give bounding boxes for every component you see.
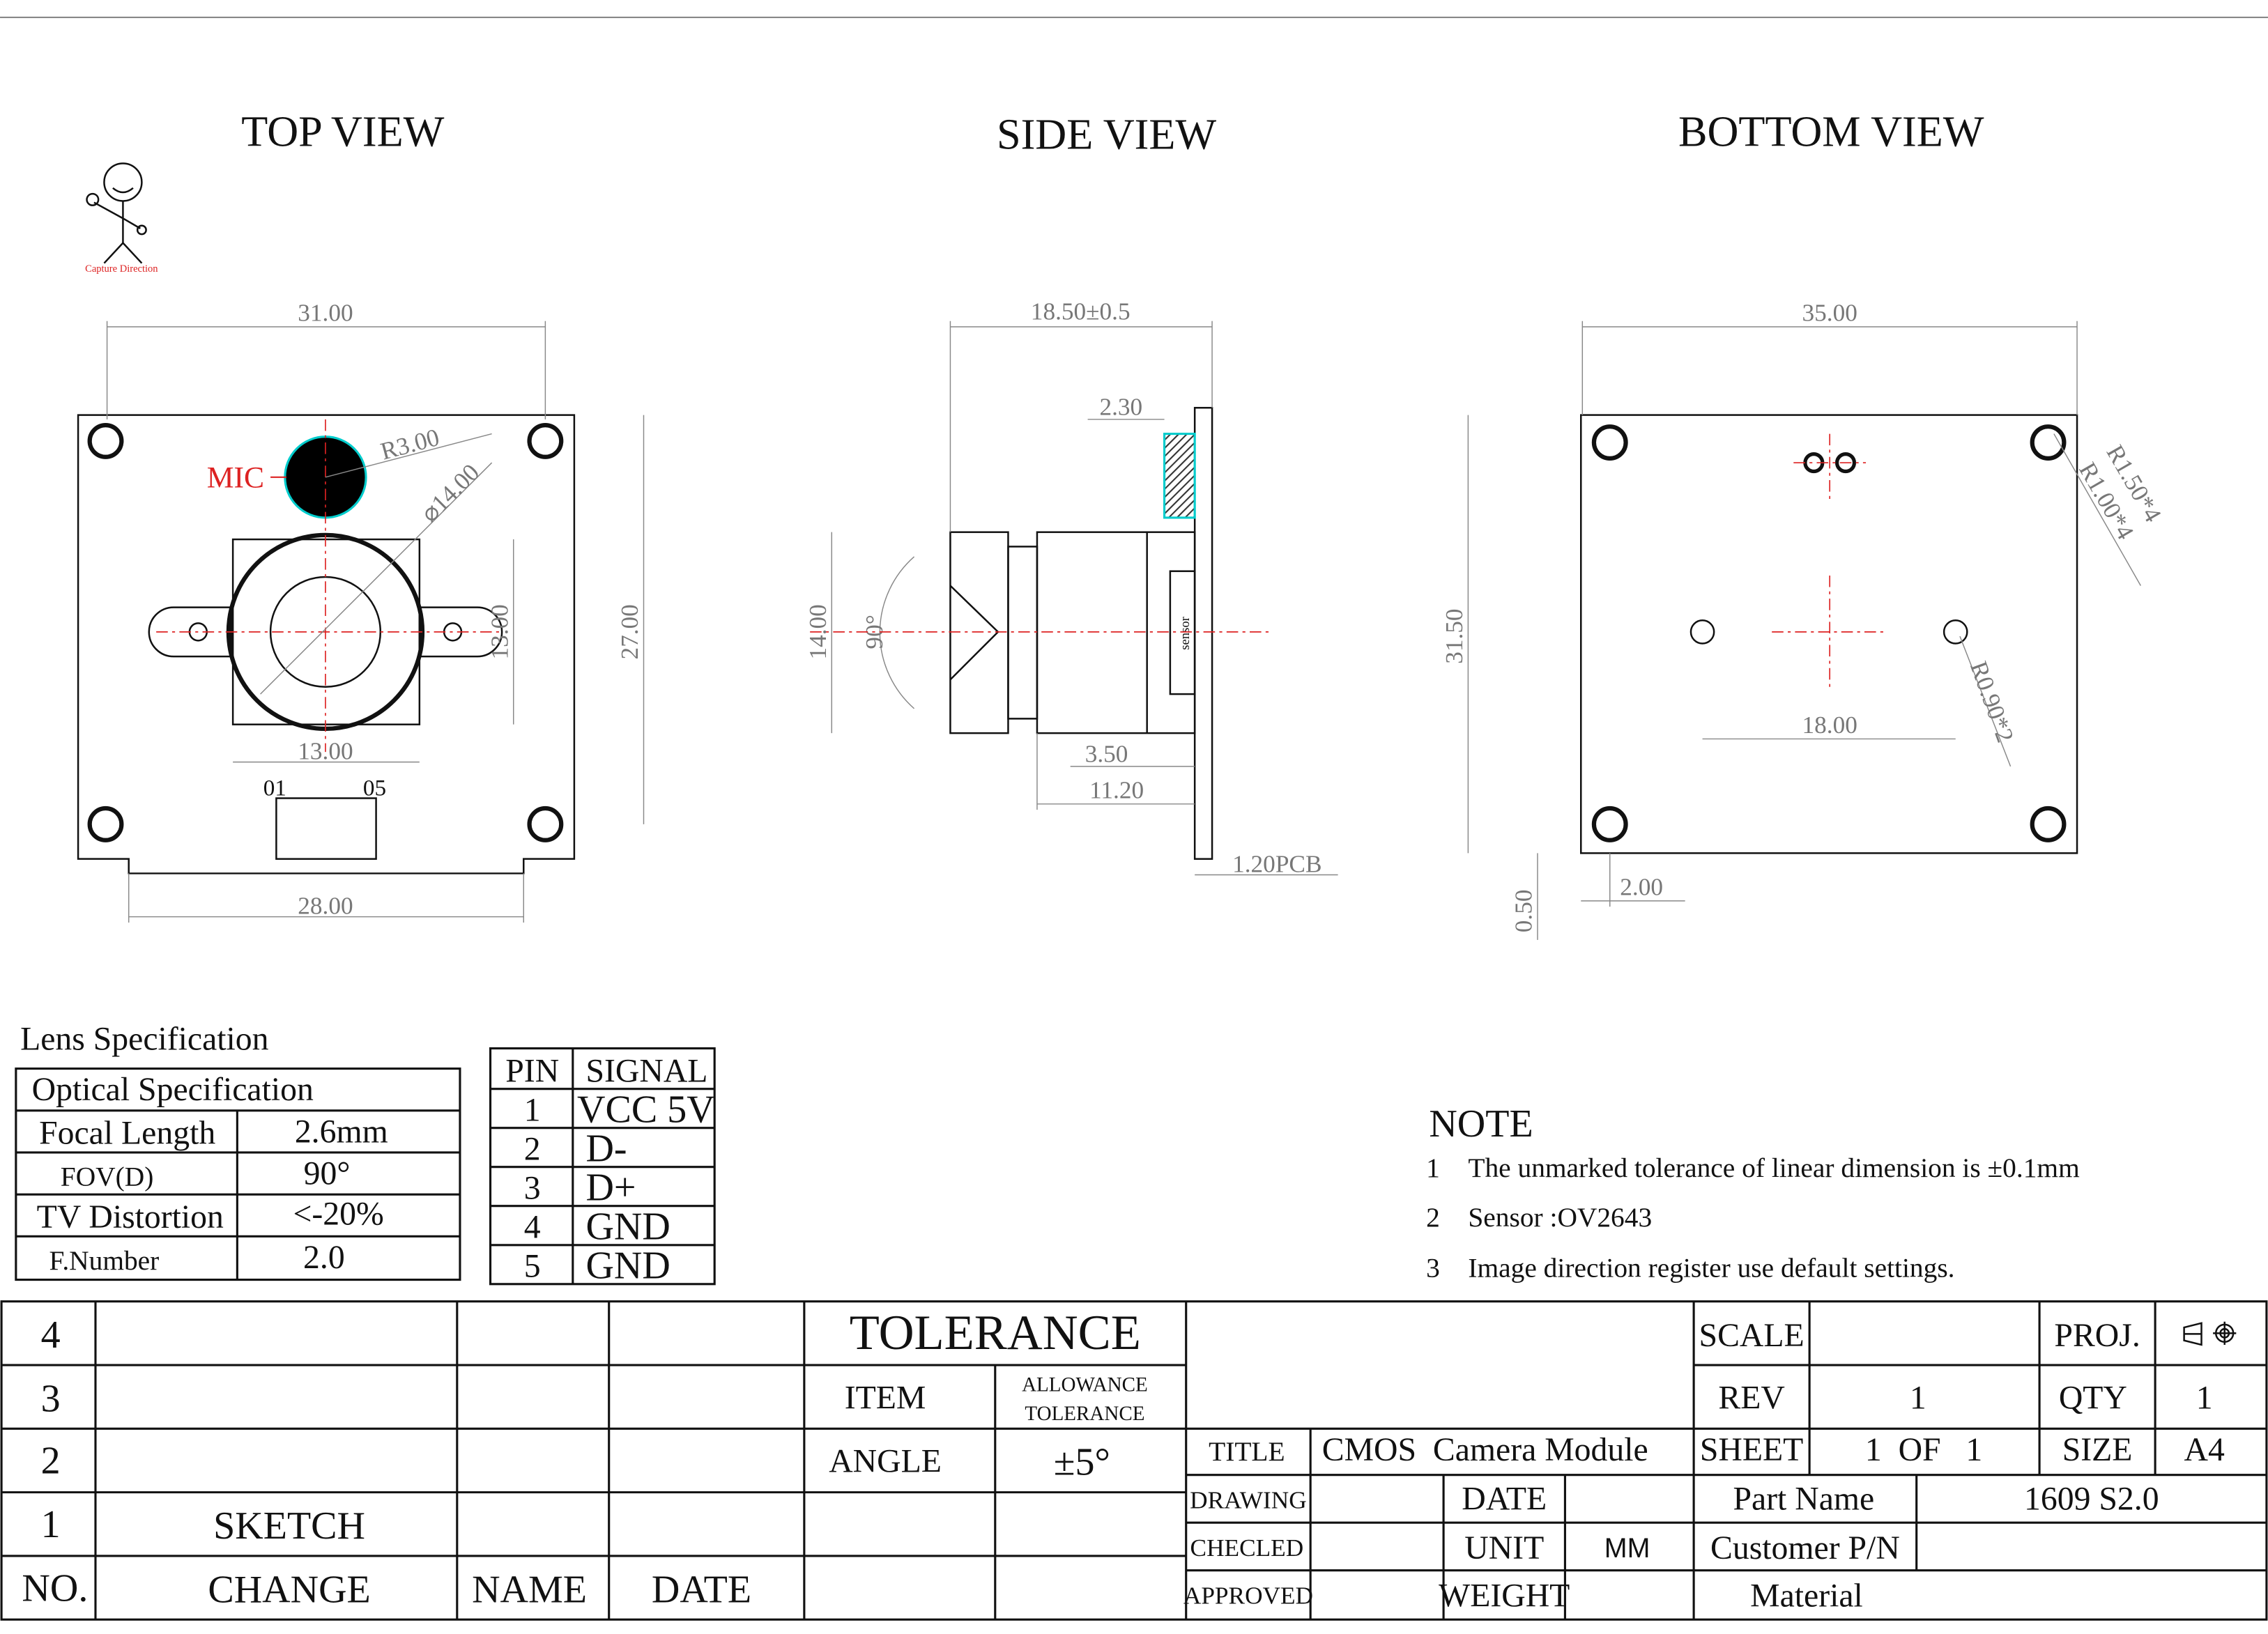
mic-label: MIC [207,461,264,494]
checked-label: CHECLED [1190,1534,1304,1562]
spec-value: 90° [304,1155,351,1192]
lens-spec-header: Optical Specification [32,1071,314,1108]
spec-value: 2.0 [303,1239,345,1276]
drawing-label: DRAWING [1190,1486,1307,1513]
note-text: The unmarked tolerance of linear dimensi… [1468,1153,2080,1183]
title-block: 4 3 2 1 SKETCH NO. CHANGE NAME DATE TOLE… [0,1300,2268,1621]
rev-row-no: 2 [41,1440,61,1483]
pin-signal: GND [585,1244,670,1287]
header-name: NAME [472,1568,587,1611]
sheet-value: 1 OF 1 [1865,1431,1982,1468]
pin-number: 1 [524,1091,541,1128]
sensor-label: sensor [1178,616,1193,649]
dim-hole-span: 18.00 [1802,711,1857,739]
part-name-value: 1609 S2.0 [2024,1481,2159,1518]
header-no: NO. [22,1566,88,1610]
tolerance-angle: ANGLE [829,1443,942,1480]
top-view-title: TOP VIEW [241,109,444,156]
note-text: Image direction register use default set… [1468,1252,1954,1283]
header-date: DATE [652,1568,751,1611]
dim-edge: 2.00 [1620,874,1663,901]
tolerance-angle-value: ±5° [1054,1441,1110,1484]
rev-value: 1 [1910,1379,1926,1416]
capture-direction-logo: Capture Direction [85,162,158,275]
conn-pin-right: 05 [363,775,386,801]
notes: NOTE 1 The unmarked tolerance of linear … [1426,1102,2080,1283]
lens-spec-table: Lens Specification Optical Specification… [15,1021,461,1281]
part-name-label: Part Name [1733,1481,1874,1518]
dim-lens-w: 13.00 [298,737,353,764]
projection-symbol-icon [2183,1321,2237,1346]
proj-label: PROJ. [2054,1317,2140,1354]
pin-signal: D- [585,1127,627,1170]
pin-number: 3 [524,1169,541,1206]
size-label: SIZE [2062,1431,2133,1468]
dim-d1: 3.50 [1085,741,1128,768]
dim-bottom-w: 28.00 [298,893,353,920]
spec-key: TV Distortion [37,1198,224,1235]
spec-value: <-20% [293,1196,383,1233]
tolerance-item: ITEM [845,1379,926,1416]
size-value: A4 [2184,1431,2224,1468]
pin-number: 2 [524,1130,541,1167]
scale-label: SCALE [1699,1317,1805,1354]
sheet-label: SHEET [1700,1431,1803,1468]
tolerance-tolerance: TOLERANCE [1025,1403,1144,1425]
pin-signal: D+ [585,1166,636,1209]
dim-height: 27.00 [616,604,643,659]
dim-sensor-t: 2.30 [1099,394,1142,421]
dim-pcb: 1.20PCB [1232,850,1321,877]
note-number: 3 [1426,1252,1440,1283]
dim-lens-h: 13.00 [486,604,513,659]
note-title: NOTE [1429,1102,1533,1146]
rev-change: SKETCH [213,1504,365,1548]
date-label: DATE [1462,1481,1547,1518]
qty-label: QTY [2059,1379,2127,1416]
spec-key: F.Number [49,1245,160,1276]
unit-label: UNIT [1464,1529,1544,1566]
logo-caption: Capture Direction [85,263,158,275]
rev-row-no: 4 [41,1313,61,1357]
dim-lens-h-side: 14.00 [804,604,832,659]
material-label: Material [1750,1578,1863,1614]
rev-row-no: 1 [41,1503,61,1546]
pin-number: 4 [524,1208,541,1245]
dim-width: 31.00 [298,300,353,327]
side-view-title: SIDE VIEW [997,111,1216,159]
dim-d2: 11.20 [1089,777,1144,804]
pin-table: PIN SIGNAL 1 VCC 5V 2 D- 3 D+ 4 GND 5 GN… [489,1047,716,1287]
dim-height-bottom: 31.50 [1441,608,1468,663]
dim-offset: 0.50 [1510,890,1538,933]
approved-label: APPROVED [1183,1582,1313,1609]
spec-key: FOV(D) [61,1162,154,1192]
tolerance-title: TOLERANCE [850,1306,1141,1360]
pin-header: PIN [505,1052,559,1089]
spec-value: 2.6mm [295,1113,388,1150]
side-view: sensor 90° 18.50±0.5 2.30 14.00 3.50 11.… [804,298,1338,877]
rev-label: REV [1718,1379,1784,1416]
weight-label: WEIGHT [1439,1578,1570,1614]
signal-header: SIGNAL [585,1052,707,1089]
note-number: 1 [1426,1153,1440,1183]
title-label: TITLE [1209,1436,1285,1467]
conn-pin-left: 01 [263,775,286,801]
pin-number: 5 [524,1247,541,1284]
note-number: 2 [1426,1202,1440,1233]
unit-value: MM [1604,1533,1650,1564]
dim-length: 18.50±0.5 [1031,298,1131,325]
pin-signal: GND [585,1205,670,1248]
tolerance-allowance: ALLOWANCE [1022,1373,1148,1396]
lens-spec-title: Lens Specification [20,1021,269,1058]
header-change: CHANGE [208,1568,370,1611]
pin-signal: VCC 5V [577,1088,715,1131]
title-value: CMOS Camera Module [1322,1431,1648,1468]
note-text: Sensor :OV2643 [1468,1202,1652,1233]
qty-value: 1 [2196,1379,2213,1416]
dim-width-bottom: 35.00 [1802,300,1857,327]
spec-key: Focal Length [39,1115,215,1152]
bottom-view-title: BOTTOM VIEW [1678,109,1984,156]
rev-row-no: 3 [41,1377,61,1420]
customer-pn-label: Customer P/N [1710,1529,1900,1566]
